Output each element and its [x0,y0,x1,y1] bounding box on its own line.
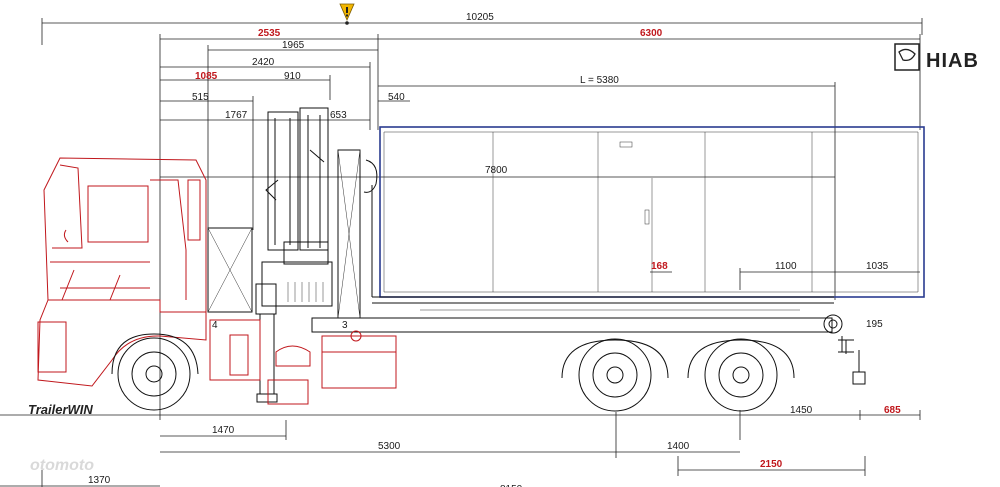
dim-653: 653 [330,110,347,121]
marker-3: 3 [342,320,348,331]
wheels [111,333,795,412]
marker-4: 4 [212,320,218,331]
dim-1767: 1767 [225,110,248,121]
bottom-dimension-lines [0,410,921,487]
dim-1450: 1450 [790,405,813,416]
dim-1085: 1085 [195,71,218,82]
watermark: otomoto [30,457,94,474]
dim-910: 910 [284,71,301,82]
warning-triangle-icon [339,3,355,25]
dim-168: 168 [651,261,668,272]
dimension-lines [41,18,923,420]
dim-540: 540 [388,92,405,103]
hiab-logo-icon [894,43,920,71]
dim-1965: 1965 [282,40,305,51]
dim-5300: 5300 [378,441,401,452]
dim-195: 195 [866,319,883,330]
dim-1035: 1035 [866,261,889,272]
truck-cab [37,157,397,405]
dim-6300: 6300 [640,28,663,39]
dim-1470: 1470 [212,425,235,436]
dim-1400: 1400 [667,441,690,452]
hiab-logo: HIAB [894,43,979,72]
chassis [311,149,866,385]
dim-685: 685 [884,405,901,416]
dim-1370: 1370 [88,475,111,486]
crane [255,107,333,403]
trailerwin-label: TrailerWIN [28,402,93,417]
dim-7800: 7800 [485,165,508,176]
dim-overall: 10205 [466,12,494,23]
dim-2150: 2150 [760,459,783,470]
dim-2535: 2535 [258,28,281,39]
dim-2420: 2420 [252,57,275,68]
dimension-labels: 10205 2535 6300 1965 2420 1085 910 515 1… [88,12,901,487]
dim-body-length: L = 5380 [580,75,619,86]
dim-515: 515 [192,92,209,103]
dim-8150: 8150 [500,484,523,487]
dim-1100: 1100 [775,261,797,272]
hiab-logo-text: HIAB [926,50,979,72]
